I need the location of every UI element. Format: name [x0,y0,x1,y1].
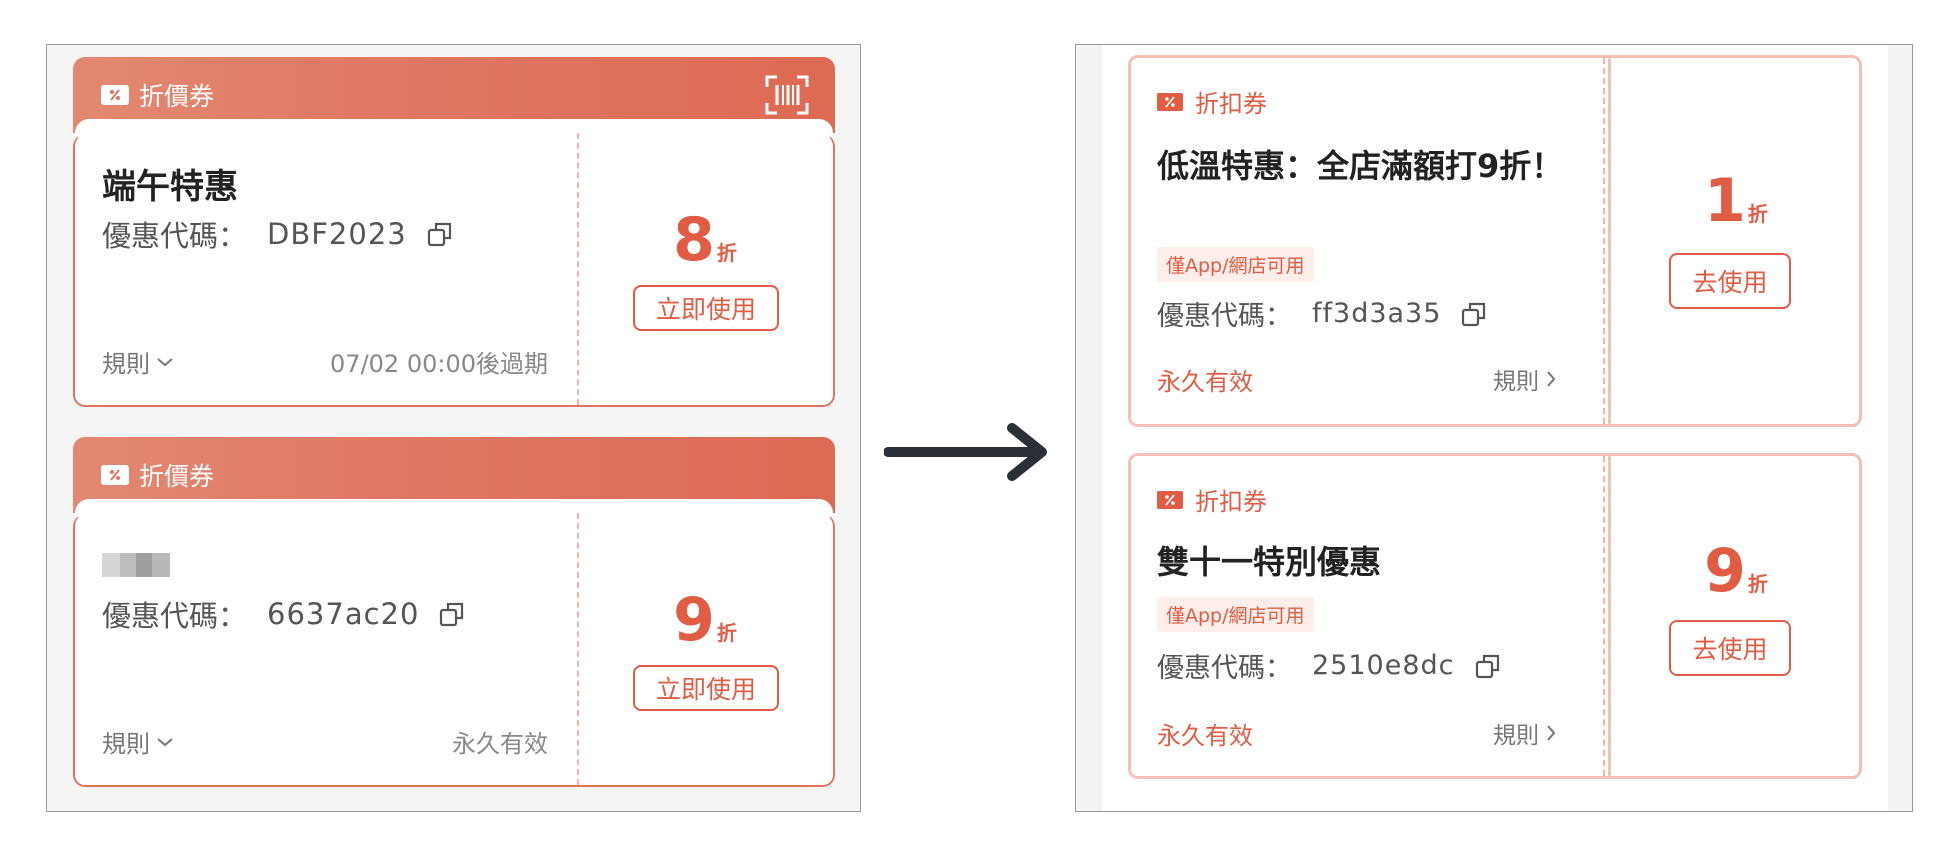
coupon-code: 2510e8dc [1312,650,1455,681]
coupon-type-label: 折價券 [139,82,215,111]
copy-icon[interactable] [1461,301,1487,327]
use-button[interactable]: 去使用 [1669,253,1791,309]
coupon-title: 低溫特惠：全店滿額打9折！ [1157,147,1564,185]
expiry-text: 07/02 00:00後過期 [330,350,548,378]
discount-number: 9 [673,585,715,655]
use-now-button[interactable]: 立即使用 [633,665,779,711]
coupon-list: 折扣券 低溫特惠：全店滿額打9折！ 僅App/網店可用 優惠代碼： ff3d3a… [1102,45,1888,811]
coupon-type-label: 折扣券 [1195,488,1267,516]
ticket-divider [1608,456,1611,776]
coupon-card: 折扣券 低溫特惠：全店滿額打9折！ 僅App/網店可用 優惠代碼： ff3d3a… [1128,55,1862,427]
rules-link[interactable]: 規則 [1493,362,1557,396]
discount-unit: 折 [716,241,737,265]
coupon-card: 折價券 優惠代碼： 6637ac20 規則 永久有效 [73,437,835,787]
coupon-type-label: 折扣券 [1195,90,1267,118]
arrow-right-icon [884,423,1047,481]
coupon-type: 折扣券 [1157,482,1267,517]
validity-text: 永久有效 [1157,722,1253,750]
discount-tag-icon [1157,92,1183,111]
dashed-divider [577,513,579,785]
copy-icon[interactable] [427,221,453,247]
validity-text: 永久有效 [1157,368,1253,396]
copy-icon[interactable] [1475,653,1501,679]
rules-link[interactable]: 規則 [1493,716,1557,750]
coupon-title: 端午特惠 [102,167,238,207]
chevron-down-icon [157,737,173,746]
before-panel: 折價券 端午特惠 優惠代碼： DBF2023 規 [46,44,861,812]
coupon-code-row: 優惠代碼： 6637ac20 [102,593,465,635]
coupon-code-row: 優惠代碼： DBF2023 [102,213,453,255]
availability-tag: 僅App/網店可用 [1157,597,1314,632]
code-label: 優惠代碼： [1157,301,1292,332]
rules-label: 規則 [1493,723,1539,749]
discount-unit: 折 [1747,202,1768,226]
validity-text: 永久有效 [452,730,548,758]
coupon-card: 折扣券 雙十一特別優惠 僅App/網店可用 優惠代碼： 2510e8dc 永久有… [1128,453,1862,779]
redacted-title [102,553,170,577]
rules-label: 規則 [102,350,150,378]
discount-unit: 折 [1747,572,1768,596]
coupon-code: ff3d3a35 [1312,298,1442,329]
coupon-title: 雙十一特別優惠 [1157,543,1382,581]
coupon-code: 6637ac20 [267,597,420,631]
chevron-down-icon [157,357,173,366]
code-label: 優惠代碼： [1157,653,1292,684]
discount-number: 9 [1704,536,1746,606]
rules-toggle[interactable]: 規則 [102,344,174,379]
rules-label: 規則 [1493,369,1539,395]
discount-tag-icon [101,465,129,485]
rules-toggle[interactable]: 規則 [102,724,174,759]
dashed-divider [577,133,579,405]
coupon-code-row: 優惠代碼： ff3d3a35 [1157,294,1487,333]
ticket-divider [1608,58,1611,424]
code-label: 優惠代碼： [102,219,248,253]
discount-unit: 折 [716,621,737,645]
use-button[interactable]: 去使用 [1669,620,1791,676]
dashed-divider [1603,456,1605,776]
coupon-code-row: 優惠代碼： 2510e8dc [1157,646,1501,685]
discount-number: 8 [673,205,715,275]
dashed-divider [1603,58,1605,424]
rules-label: 規則 [102,730,150,758]
discount-tag-icon [101,85,129,105]
discount-tag-icon [1157,490,1183,509]
chevron-right-icon [1547,371,1556,387]
barcode-scan-icon[interactable] [765,75,809,115]
coupon-code: DBF2023 [267,217,407,251]
copy-icon[interactable] [439,601,465,627]
chevron-right-icon [1547,725,1556,741]
after-panel: 折扣券 低溫特惠：全店滿額打9折！ 僅App/網店可用 優惠代碼： ff3d3a… [1075,44,1913,812]
availability-tag: 僅App/網店可用 [1157,247,1314,282]
code-label: 優惠代碼： [102,599,248,633]
use-now-button[interactable]: 立即使用 [633,285,779,331]
discount-number: 1 [1704,166,1746,236]
coupon-type-label: 折價券 [139,462,215,491]
coupon-type: 折扣券 [1157,84,1267,119]
coupon-card: 折價券 端午特惠 優惠代碼： DBF2023 規 [73,57,835,407]
